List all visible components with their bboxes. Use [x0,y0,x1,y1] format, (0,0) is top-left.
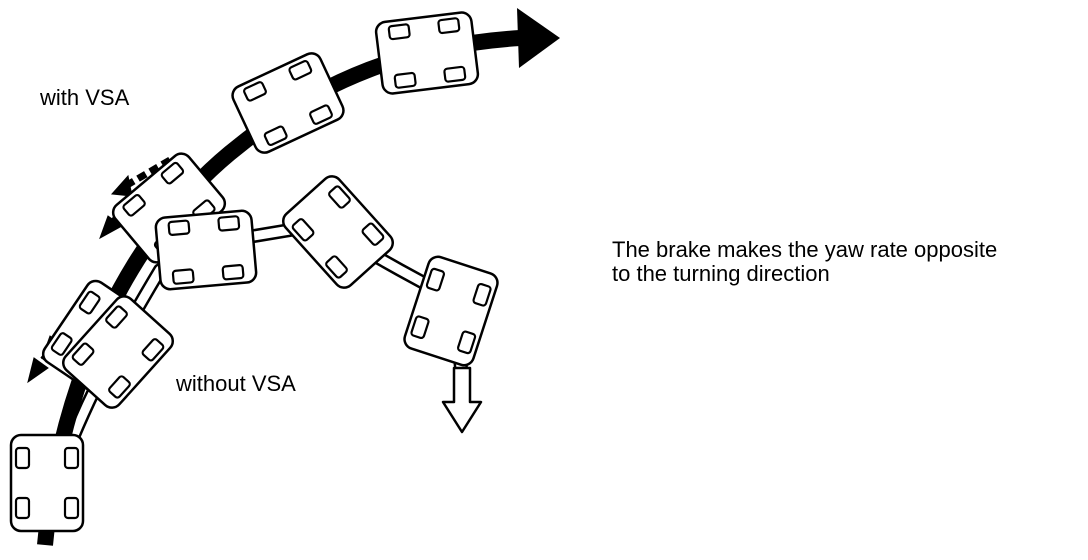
with-vsa-arrowhead [517,8,560,68]
car-with-vsa-1 [9,433,85,533]
car-without-vsa-2 [153,208,259,292]
without-vsa-arrowhead [441,366,483,434]
car-without-vsa-3 [277,170,399,294]
with-vsa-label: with VSA [40,85,130,110]
description-text: The brake makes the yaw rate opposite to… [612,238,997,286]
without-vsa-label: without VSA [176,371,296,396]
car-with-vsa-5 [373,10,481,96]
description-line-1: The brake makes the yaw rate opposite [612,237,998,262]
description-line-2: to the turning direction [612,261,830,286]
